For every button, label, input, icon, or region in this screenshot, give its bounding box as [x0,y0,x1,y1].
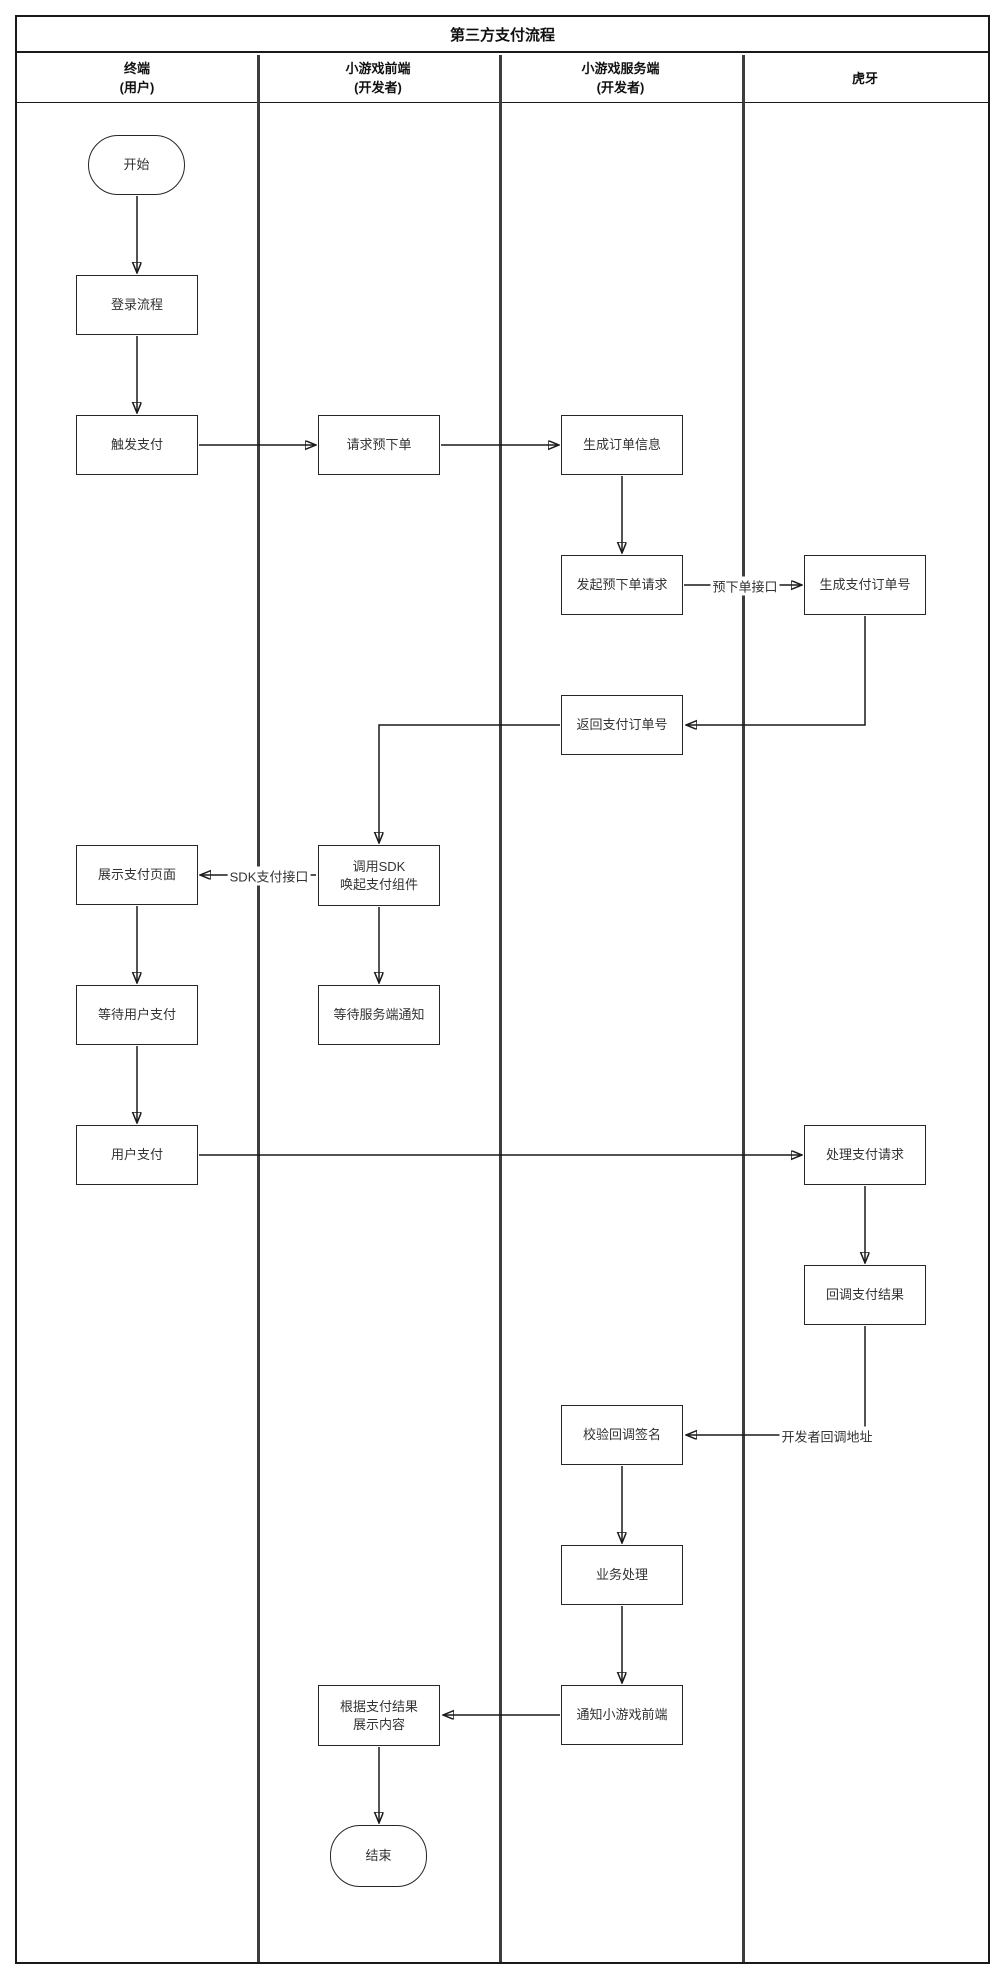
edge-label-dev-callback-url: 开发者回调地址 [779,1426,875,1446]
node-call-sdk-component: 调用SDK 唤起支付组件 [318,845,440,906]
lane-header-terminal-user: 终端 (用户) [119,61,155,95]
lane-divider-3 [742,55,745,1962]
node-handle-payment-request: 处理支付请求 [804,1125,926,1185]
node-wait-server-notify: 等待服务端通知 [318,985,440,1045]
lane-header-huya: 虎牙 [851,70,878,86]
node-verify-callback-signature: 校验回调签名 [561,1405,683,1465]
lane-divider-2 [499,55,502,1962]
edge-label-sdk-pay-api: SDK支付接口 [227,866,311,886]
node-login-flow: 登录流程 [76,275,198,335]
lane-divider-1 [257,55,260,1962]
node-start: 开始 [88,135,185,195]
lane-header-minigame-server: 小游戏服务端 (开发者) [581,61,660,95]
node-end: 结束 [330,1825,427,1887]
node-generate-payment-order-no: 生成支付订单号 [804,555,926,615]
node-trigger-payment: 触发支付 [76,415,198,475]
lane-header-row [17,55,988,103]
node-business-processing: 业务处理 [561,1545,683,1605]
diagram-title: 第三方支付流程 [17,17,988,53]
node-request-preorder: 请求预下单 [318,415,440,475]
node-initiate-preorder-request: 发起预下单请求 [561,555,683,615]
node-show-payment-page: 展示支付页面 [76,845,198,905]
node-generate-order-info: 生成订单信息 [561,415,683,475]
node-return-payment-order-no: 返回支付订单号 [561,695,683,755]
node-notify-minigame-frontend: 通知小游戏前端 [561,1685,683,1745]
node-user-payment: 用户支付 [76,1125,198,1185]
edge-label-preorder-api: 预下单接口 [710,576,780,596]
node-wait-user-payment: 等待用户支付 [76,985,198,1045]
node-show-content-by-result: 根据支付结果 展示内容 [318,1685,440,1746]
lane-header-minigame-frontend: 小游戏前端 (开发者) [345,61,411,95]
node-callback-payment-result: 回调支付结果 [804,1265,926,1325]
